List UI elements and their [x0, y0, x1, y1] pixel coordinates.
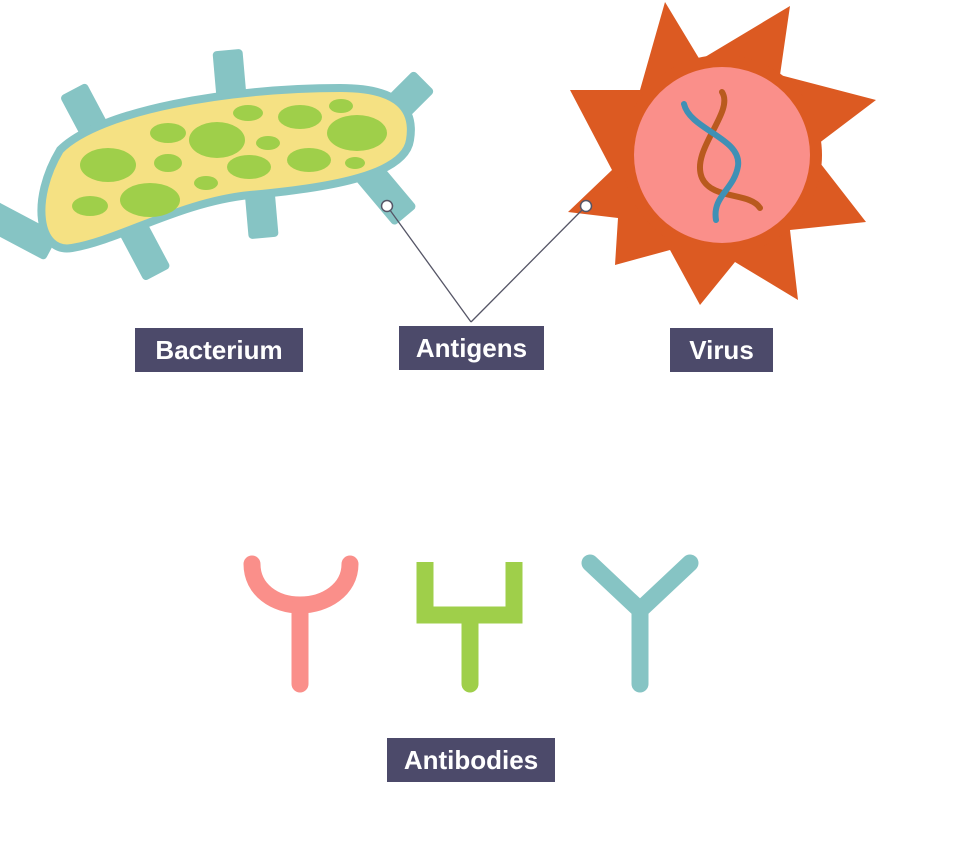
- pointer-dot-bacterium: [380, 199, 394, 213]
- pointer-line-virus: [470, 205, 587, 323]
- virus-label: Virus: [670, 328, 773, 372]
- bacterium-spots: [72, 99, 387, 217]
- antigens-label: Antigens: [399, 326, 544, 370]
- antibodies-label: Antibodies: [387, 738, 555, 782]
- bacterium-label: Bacterium: [135, 328, 303, 372]
- antibody-green: [416, 562, 523, 693]
- pointer-dot-virus: [579, 199, 593, 213]
- virus-rna-strand-a: [697, 89, 763, 211]
- virus-body: [634, 67, 810, 243]
- virus-illustration: [568, 2, 876, 305]
- antigen-pointers: [380, 199, 593, 323]
- pointer-line-bacterium: [386, 205, 472, 323]
- antibody-pink: [243, 555, 359, 693]
- bacterium-illustration: [0, 49, 434, 281]
- antibody-teal: [581, 554, 699, 693]
- virus-rna-strand-b: [681, 101, 742, 223]
- antibodies-illustration: [243, 554, 699, 693]
